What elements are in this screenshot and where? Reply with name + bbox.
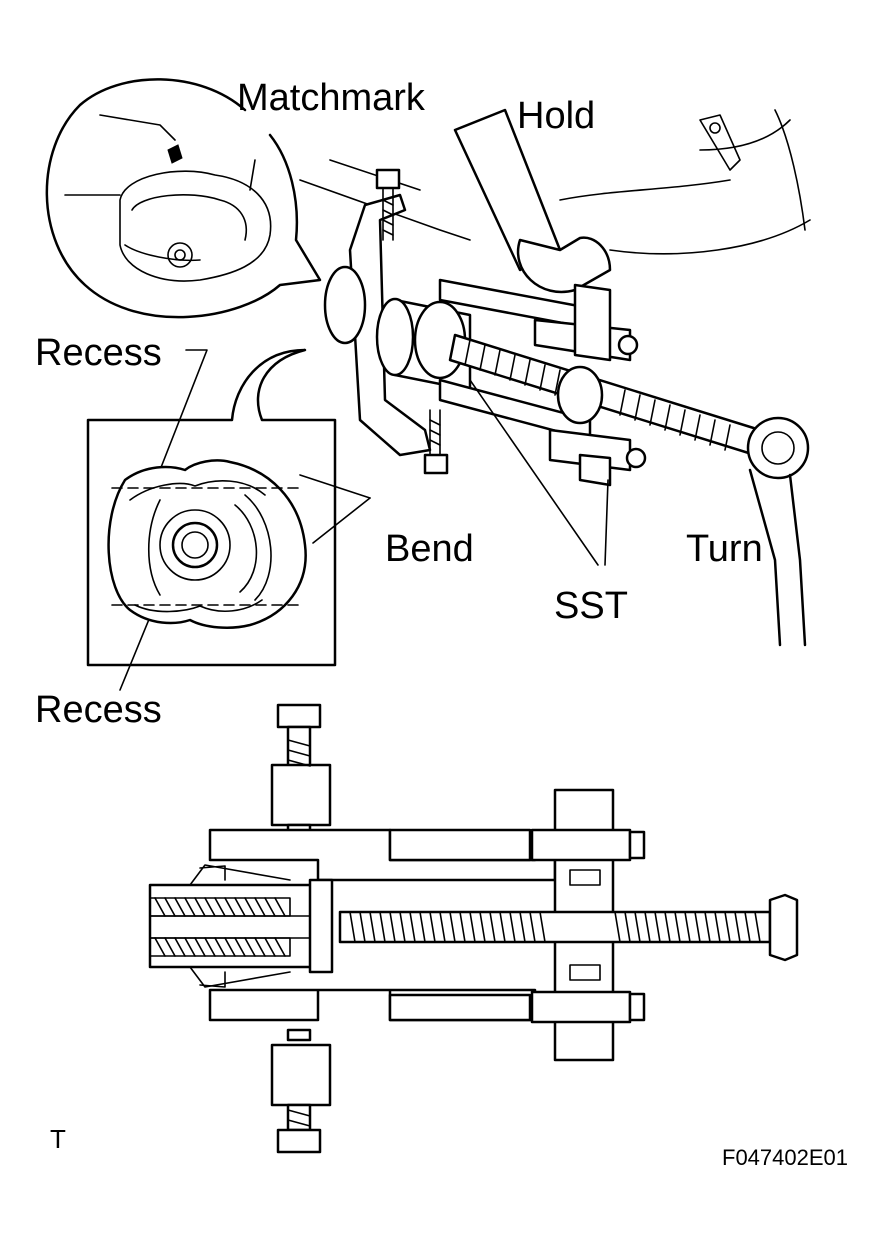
recess-top-label: Recess — [35, 332, 162, 374]
recess-bottom-label: Recess — [35, 689, 162, 731]
sst-leader-1 — [469, 379, 599, 566]
recess-top-leader — [159, 349, 208, 471]
sst-puller-perspective — [299, 108, 811, 647]
hold-label: Hold — [517, 95, 596, 137]
sst-cross-section-view — [148, 703, 799, 1154]
bend-leader-1 — [312, 497, 371, 544]
matchmark-label: Matchmark — [237, 77, 425, 119]
figure-code: F047402E01 — [722, 1145, 848, 1170]
sst-label: SST — [554, 585, 628, 627]
turn-label: Turn — [686, 528, 763, 570]
corner-mark: T — [50, 1124, 66, 1154]
bushing-top-view-inset — [86, 348, 337, 667]
bend-label: Bend — [385, 528, 474, 570]
matchmark-detail-callout — [45, 78, 322, 319]
sst-leader-2 — [604, 479, 609, 566]
recess-bottom-leader — [119, 611, 153, 691]
